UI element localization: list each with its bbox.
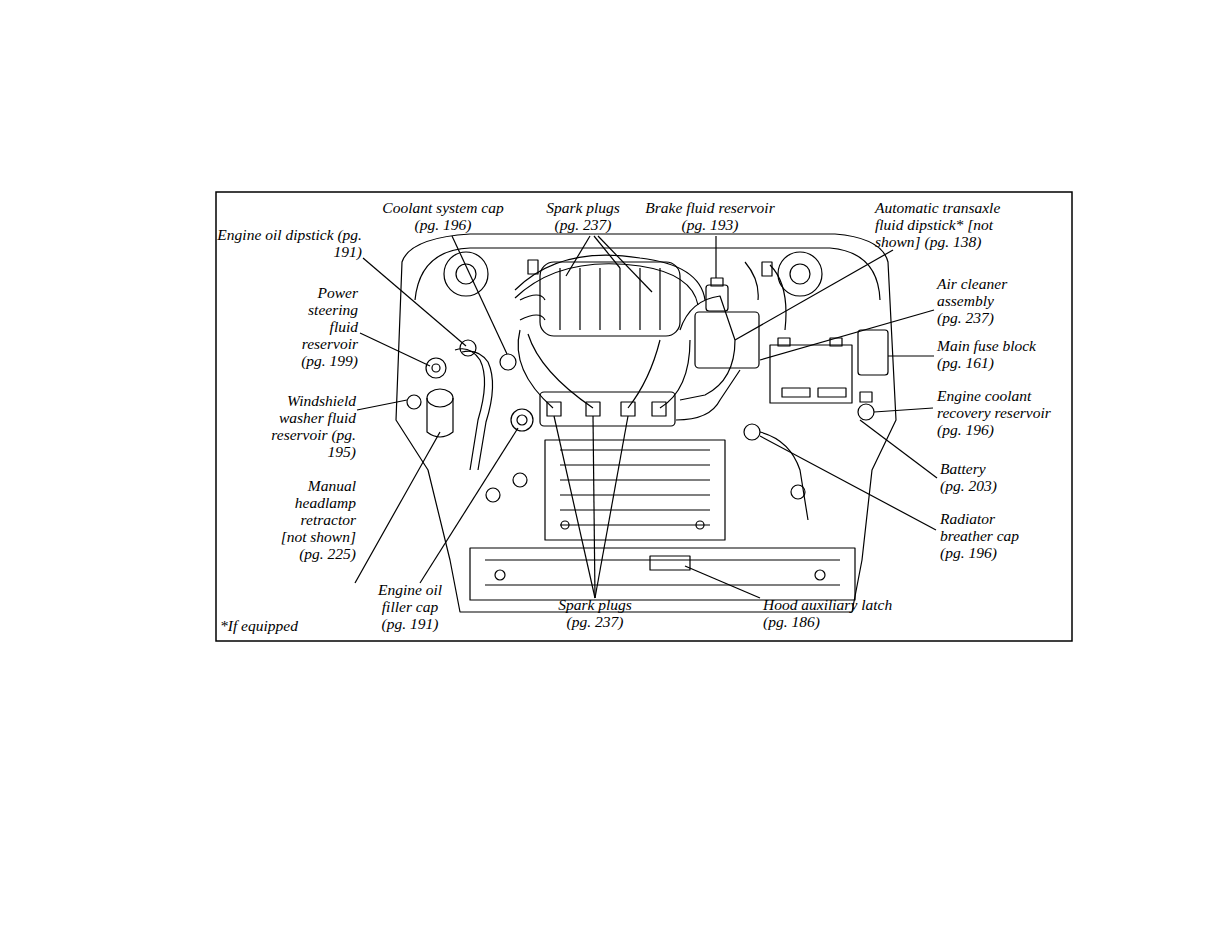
callout-label: Spark plugs (pg. 237): [549, 596, 641, 630]
washer-reservoir: [427, 389, 453, 407]
plug-wire: [628, 340, 660, 408]
leader-line: [860, 420, 937, 478]
callout-label: Main fuse block (pg. 161): [937, 337, 1057, 371]
callout-label: Windshield washer fluid reservoir (pg. 1…: [268, 392, 356, 460]
callout-label: Spark plugs (pg. 237): [537, 199, 629, 233]
plug-wire: [515, 264, 698, 305]
leader-line: [888, 355, 934, 356]
fastener: [791, 485, 805, 499]
engine-bay-outline: [396, 234, 896, 612]
hose: [520, 295, 545, 320]
leader-line: [685, 566, 760, 598]
intake-plenum: [540, 262, 680, 336]
callout-label: Manual headlamp retractor [not shown] (p…: [276, 477, 356, 562]
radiator-breather-cap: [744, 424, 760, 440]
leader-line: [760, 310, 934, 360]
callout-label: Air cleaner assembly (pg. 237): [937, 275, 1017, 326]
washer-reservoir: [427, 398, 453, 437]
fuse-block-lug: [860, 392, 872, 402]
coolant-cap: [500, 354, 516, 370]
callout-label: Coolant system cap (pg. 196): [373, 199, 513, 233]
leader-line: [355, 432, 440, 583]
leader-line: [363, 258, 466, 346]
spark-plug-boot: [586, 402, 600, 416]
cowl-line: [415, 248, 880, 300]
leader-line: [595, 416, 628, 598]
leader-line: [452, 236, 507, 354]
spark-plug-boot: [652, 402, 666, 416]
oil-filler-cap: [517, 415, 527, 425]
fuse-block: [858, 330, 888, 375]
callout-label: Automatic transaxle fluid dipstick* [not…: [875, 199, 1005, 250]
strut-tower: [790, 264, 810, 284]
callout-label: Engine oil filler cap (pg. 191): [370, 581, 450, 632]
callout-label: Hood auxiliary latch (pg. 186): [763, 596, 913, 630]
fastener: [815, 570, 825, 580]
battery-terminal: [778, 338, 790, 346]
fastener: [513, 473, 527, 487]
hose: [455, 349, 485, 470]
leader-line: [593, 416, 595, 598]
strut-tower: [444, 252, 488, 296]
hood-latch: [650, 556, 690, 570]
intake-runner: [560, 268, 660, 330]
leader-line: [360, 333, 430, 366]
fastener: [696, 521, 704, 529]
air-cleaner: [695, 312, 759, 368]
leader-line: [598, 236, 652, 292]
callout-label: Brake fluid reservoir (pg. 193): [640, 199, 780, 233]
front-crossmember: [470, 548, 855, 600]
callout-label: *If equipped: [220, 617, 340, 634]
bracket: [762, 262, 772, 276]
callout-label: Battery (pg. 203): [940, 460, 1010, 494]
leader-line: [357, 400, 407, 410]
callout-label: Radiator breather cap (pg. 196): [940, 510, 1035, 561]
intake-duct: [676, 370, 740, 420]
valve-cover: [540, 392, 675, 426]
strut-tower: [778, 252, 822, 296]
washer-cap: [407, 395, 421, 409]
battery-cell: [782, 388, 810, 397]
leader-line: [874, 408, 933, 412]
hose: [462, 351, 493, 470]
fastener: [495, 570, 505, 580]
leader-line: [554, 416, 595, 598]
oil-filler-cap: [511, 409, 533, 431]
leader-line: [594, 236, 620, 268]
leader-line: [735, 250, 893, 340]
battery-cell: [818, 388, 846, 397]
leader-line: [760, 436, 936, 530]
spark-plug-boot: [547, 402, 561, 416]
radiator-fin: [560, 450, 710, 525]
power-steering-reservoir: [426, 358, 446, 378]
hose: [760, 432, 808, 520]
leader-line: [566, 236, 590, 276]
spark-plug-boot: [621, 402, 635, 416]
bracket: [528, 260, 538, 274]
callout-label: Power steering fluid reservoir (pg. 199): [290, 284, 358, 369]
fastener: [561, 521, 569, 529]
callout-label: Engine oil dipstick (pg. 191): [210, 226, 362, 260]
leader-line: [420, 428, 518, 583]
callout-label: Engine coolant recovery reservoir (pg. 1…: [937, 387, 1069, 438]
plug-wire: [528, 334, 593, 408]
power-steering-cap: [432, 364, 440, 372]
wire-harness: [745, 262, 786, 330]
fastener: [486, 488, 500, 502]
leader-line: [715, 236, 716, 278]
intake-duct: [680, 296, 735, 400]
coolant-recovery-reservoir: [858, 404, 874, 420]
radiator: [545, 440, 725, 540]
crossmember-rib: [485, 560, 840, 585]
brake-reservoir-cap: [711, 278, 723, 286]
